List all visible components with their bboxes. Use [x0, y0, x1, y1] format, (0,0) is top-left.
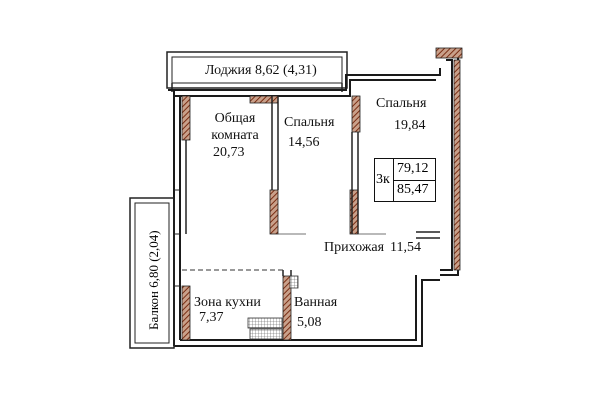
hallway-label: Прихожая — [324, 240, 385, 255]
bedroom-middle-label: Спальня — [284, 115, 335, 130]
room-count: 3к — [376, 172, 390, 187]
hallway-area: 11,54 — [390, 240, 421, 255]
loggia-label: Лоджия 8,62 (4,31) — [205, 63, 317, 78]
kitchen-label: Зона кухни — [194, 295, 261, 310]
balcony — [129, 197, 175, 349]
living-room-label-line2: комната — [211, 128, 259, 143]
hatched-walls — [181, 47, 463, 341]
kitchen-area: 7,37 — [199, 310, 224, 325]
bathroom-area: 5,08 — [297, 315, 322, 330]
living-room-area: 20,73 — [213, 145, 245, 160]
summary-hline — [393, 180, 435, 181]
balcony-label: Балкон 6,80 (2,04) — [146, 230, 161, 330]
living-room-label: Общая комната — [200, 110, 270, 144]
total-area: 79,12 — [397, 161, 429, 176]
living-area: 85,47 — [397, 182, 429, 197]
bedroom-middle-area: 14,56 — [288, 135, 320, 150]
bathroom-label: Ванная — [294, 295, 338, 310]
interior-walls — [185, 96, 440, 276]
window-marks — [174, 189, 180, 287]
bedroom-right-area: 19,84 — [394, 118, 426, 133]
outer-walls — [168, 51, 459, 347]
living-room-label-line1: Общая — [214, 111, 256, 126]
bedroom-right-label: Спальня — [376, 96, 427, 111]
bathroom-fixtures — [247, 275, 299, 340]
apartment-summary-box: 3к 79,12 85,47 — [374, 158, 436, 202]
